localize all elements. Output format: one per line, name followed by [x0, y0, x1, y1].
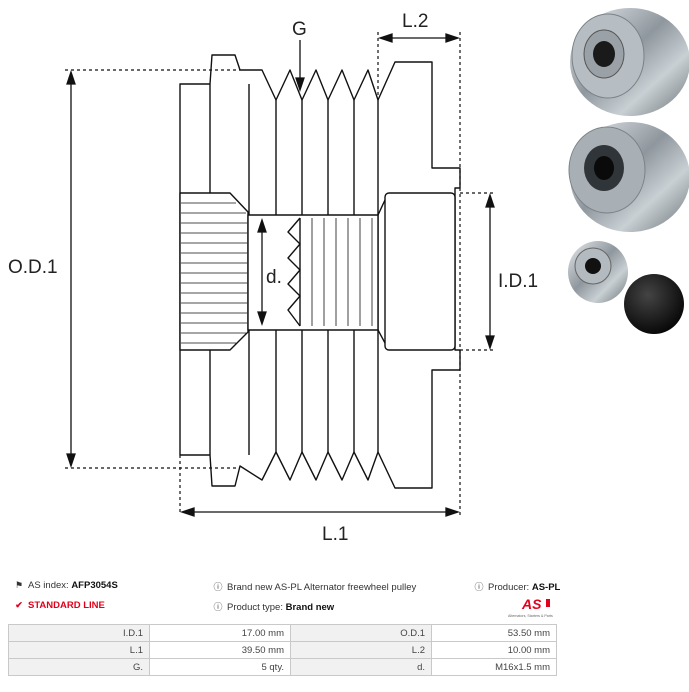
pulley-photo-2: [568, 122, 689, 232]
label-d: d.: [266, 267, 282, 288]
logo-tagline: Alternators, Starters & Parts: [508, 614, 553, 618]
label-id1: I.D.1: [498, 271, 538, 292]
line-row: ✔ STANDARD LINE: [14, 600, 105, 611]
table-row: G. 5 qty. d. M16x1.5 mm: [8, 658, 557, 676]
technical-drawing: G L.2 O.D.1 I.D.1 d. L.1: [8, 11, 538, 545]
product-type-row: ⓘ Product type: Brand new: [213, 600, 334, 613]
info-icon: ⓘ: [213, 582, 223, 592]
check-icon: ✔: [15, 600, 23, 610]
description-row: ⓘ Brand new AS-PL Alternator freewheel pu…: [213, 580, 416, 593]
as-index-value: AFP3054S: [71, 580, 118, 591]
spec-label: I.D.1: [8, 624, 150, 642]
pulley-photo-3: [568, 241, 628, 303]
producer-row: ⓘ Producer: AS-PL: [474, 580, 560, 593]
spec-label: G.: [8, 658, 150, 676]
table-row: L.1 39.50 mm L.2 10.00 mm: [8, 641, 557, 659]
product-type-label: Product type:: [227, 602, 283, 613]
spec-value: 10.00 mm: [431, 641, 557, 659]
description-text: Brand new AS-PL Alternator freewheel pul…: [227, 582, 417, 593]
spec-label: d.: [290, 658, 432, 676]
as-logo: AS Alternators, Starters & Parts: [508, 596, 553, 618]
spec-table: I.D.1 17.00 mm O.D.1 53.50 mm L.1 39.50 …: [8, 624, 557, 676]
logo-text: AS: [521, 596, 542, 612]
spec-label: L.2: [290, 641, 432, 659]
tag-icon: ⚑: [14, 580, 24, 590]
spec-value: 5 qty.: [149, 658, 291, 676]
product-type-value: Brand new: [285, 602, 335, 613]
standard-line-label: STANDARD LINE: [28, 600, 105, 611]
label-od1: O.D.1: [8, 257, 58, 278]
pulley-photo-1: [570, 8, 689, 116]
spec-value: M16x1.5 mm: [431, 658, 557, 676]
bore: [247, 214, 379, 331]
front-cap: [384, 192, 456, 351]
spec-value: 39.50 mm: [149, 641, 291, 659]
info-icon: ⓘ: [213, 602, 223, 612]
label-l1: L.1: [322, 524, 348, 545]
label-g: G: [292, 19, 307, 40]
info-icon: ⓘ: [474, 582, 484, 592]
label-l2: L.2: [402, 11, 428, 32]
hub-knurl: [179, 192, 249, 351]
cap-photo: [624, 274, 684, 334]
spec-label: O.D.1: [290, 624, 432, 642]
producer-label: Producer:: [488, 582, 530, 593]
as-index-label: AS index:: [28, 580, 69, 591]
spec-label: L.1: [8, 641, 150, 659]
spec-value: 53.50 mm: [431, 624, 557, 642]
spec-value: 17.00 mm: [149, 624, 291, 642]
table-row: I.D.1 17.00 mm O.D.1 53.50 mm: [8, 624, 557, 642]
as-index-row: ⚑ AS index: AFP3054S: [14, 580, 118, 591]
product-photos: [568, 8, 689, 334]
producer-value: AS-PL: [531, 582, 561, 593]
